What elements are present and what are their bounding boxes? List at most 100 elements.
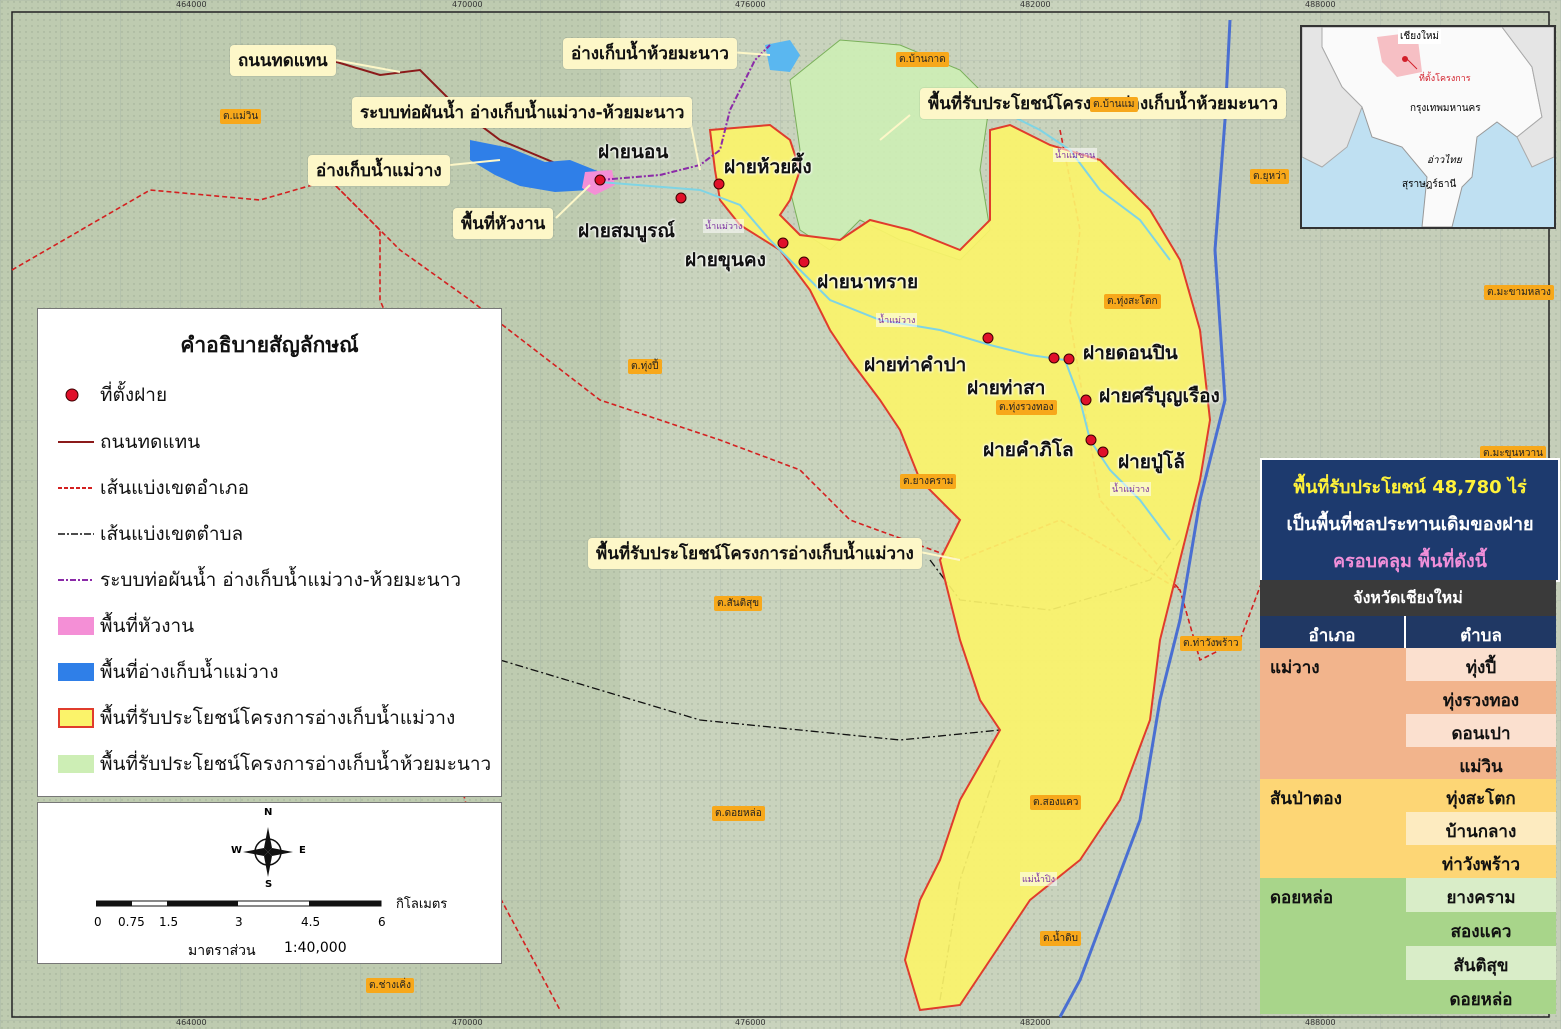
compass-icon xyxy=(243,827,293,877)
headworks-swatch-icon xyxy=(58,615,94,637)
tambon-label: ต.ช่างเคิ่ง xyxy=(366,978,414,993)
pipeline-line-icon xyxy=(58,569,94,591)
table-row: ดอยหล่อ xyxy=(1406,980,1556,1014)
legend-label: พื้นที่รับประโยชน์โครงการอ่างเก็บน้ำแม่ว… xyxy=(100,707,456,729)
tambon-label: ต.สันติสุข xyxy=(714,596,763,611)
table-district-cell: แม่วาง xyxy=(1260,648,1406,779)
coverage-table: จังหวัดเชียงใหม่ อำเภอ ตำบล แม่วาง ทุ่งป… xyxy=(1260,580,1556,1014)
benefit-area-cover: ครอบคลุม พื้นที่ดังนี้ xyxy=(1333,551,1487,572)
tambon-label: ต.ยางคราม xyxy=(900,474,957,489)
dam-marker xyxy=(713,178,725,190)
table-row: ยางคราม xyxy=(1406,878,1556,912)
dam-label: ฝายดอนปิน xyxy=(1083,342,1178,364)
district-line-icon xyxy=(58,477,94,499)
scale-ratio-label: มาตราส่วน xyxy=(188,943,256,959)
district-boundary xyxy=(11,179,1271,662)
grid-label-top: 464000 xyxy=(176,0,207,9)
inset-gulf-label: อ่าวไทย xyxy=(1427,155,1462,166)
huai-swatch-icon xyxy=(58,753,94,775)
callout-replacement-road: ถนนทดแทน xyxy=(230,45,336,76)
dam-label: ฝายศรีบุญเรือง xyxy=(1099,385,1220,407)
legend-label: พื้นที่อ่างเก็บน้ำแม่วาง xyxy=(100,661,279,683)
dam-label: ฝายนาทราย xyxy=(817,271,919,293)
road-line-icon xyxy=(58,431,94,453)
scale-tick: 6 xyxy=(378,915,386,929)
scale-unit: กิโลเมตร xyxy=(396,897,448,912)
legend-title: คำอธิบายสัญลักษณ์ xyxy=(180,333,359,357)
table-province-header: จังหวัดเชียงใหม่ xyxy=(1260,580,1556,616)
grid-label-top: 476000 xyxy=(735,0,766,9)
dam-marker xyxy=(1085,434,1097,446)
table-row: ทุ่งปี้ xyxy=(1406,648,1556,681)
dam-marker xyxy=(798,256,810,268)
table-row: สันติสุข xyxy=(1406,946,1556,980)
scale-ratio: 1:40,000 xyxy=(284,940,347,956)
river-label: น้ำแม่วาง xyxy=(703,219,745,233)
legend-label: พื้นที่รับประโยชน์โครงการอ่างเก็บน้ำห้วย… xyxy=(100,753,492,775)
grid-label-bottom: 464000 xyxy=(176,1018,207,1027)
tambon-label: ต.ทุ่งปี้ xyxy=(628,359,662,374)
river-label: น้ำแม่วาง xyxy=(876,313,918,327)
callout-mae-wang-benefit: พื้นที่รับประโยชน์โครงการอ่างเก็บน้ำแม่ว… xyxy=(588,538,922,569)
tambon-label: ต.ทุ่งสะโตก xyxy=(1104,294,1161,309)
tambon-label: ต.ยุหว่า xyxy=(1250,169,1290,184)
scale-tick: 0.75 xyxy=(118,915,145,929)
callout-pipeline: ระบบท่อผันน้ำ อ่างเก็บน้ำแม่วาง-ห้วยมะนา… xyxy=(352,97,693,128)
legend-item-reservoir: พื้นที่อ่างเก็บน้ำแม่วาง xyxy=(58,657,279,687)
tambon-label: ต.สองแคว xyxy=(1030,795,1082,810)
table-district-cell: ดอยหล่อ xyxy=(1260,878,1406,1014)
benefit-area-desc: เป็นพื้นที่ชลประทานเดิมของฝาย xyxy=(1286,514,1534,535)
dam-label: ฝายสมบูรณ์ xyxy=(578,220,675,242)
benefit-area-total: พื้นที่รับประโยชน์ 48,780 ไร่ xyxy=(1293,477,1527,498)
dam-label: ฝายห้วยผึ้ง xyxy=(724,156,812,178)
legend-item-mae-wang-benefit: พื้นที่รับประโยชน์โครงการอ่างเก็บน้ำแม่ว… xyxy=(58,703,455,733)
legend-item-huai-benefit: พื้นที่รับประโยชน์โครงการอ่างเก็บน้ำห้วย… xyxy=(58,749,491,779)
dam-marker xyxy=(777,237,789,249)
river-label: น้ำแม่วาง xyxy=(1110,482,1152,496)
dam-label: ฝายนอน xyxy=(598,141,669,163)
table-row: แม่วิน xyxy=(1406,747,1556,779)
scale-tick: 3 xyxy=(235,915,243,929)
inset-bangkok-label: กรุงเทพมหานคร xyxy=(1410,103,1481,114)
legend-item-headworks: พื้นที่หัวงาน xyxy=(58,611,194,641)
legend-panel: คำอธิบายสัญลักษณ์ ที่ตั้งฝาย ถนนทดแทน เส… xyxy=(37,308,502,797)
south-label: S xyxy=(265,879,273,890)
dam-label: ฝายท่าคำปา xyxy=(864,354,967,376)
grid-label-top: 488000 xyxy=(1305,0,1336,9)
mae-wang-reservoir-area xyxy=(470,140,600,192)
inset-site-label: ที่ตั้งโครงการ xyxy=(1419,74,1471,84)
dam-label: ฝายคำภิโล xyxy=(983,439,1074,461)
dam-marker xyxy=(1097,446,1109,458)
table-row: ดอนเปา xyxy=(1406,714,1556,747)
mae-wang-swatch-icon xyxy=(58,707,94,729)
tambon-label: ต.แม่วิน xyxy=(220,109,262,124)
legend-item-road: ถนนทดแทน xyxy=(58,427,200,457)
table-district-cell: สันป่าตอง xyxy=(1260,779,1406,878)
north-label: N xyxy=(264,807,273,818)
legend-item-subdistrict: เส้นแบ่งเขตตำบล xyxy=(58,519,243,549)
river-label: แม่น้ำปิง xyxy=(1020,872,1058,886)
dam-marker xyxy=(1048,352,1060,364)
tambon-label: ต.ทุ่งรวงทอง xyxy=(996,400,1057,415)
inset-chiang-mai-label: เชียงใหม่ xyxy=(1398,29,1442,44)
callout-huai-manao-reservoir: อ่างเก็บน้ำห้วยมะนาว xyxy=(563,38,737,69)
callout-mae-wang-reservoir: อ่างเก็บน้ำแม่วาง xyxy=(308,155,450,186)
legend-label: ที่ตั้งฝาย xyxy=(100,384,168,406)
legend-item-district: เส้นแบ่งเขตอำเภอ xyxy=(58,473,249,503)
legend-label: เส้นแบ่งเขตอำเภอ xyxy=(100,477,249,499)
grid-label-bottom: 482000 xyxy=(1020,1018,1051,1027)
tambon-label: ต.บ้านแม xyxy=(1090,97,1138,112)
legend-label: ระบบท่อผันน้ำ อ่างเก็บน้ำแม่วาง-ห้วยมะนา… xyxy=(100,569,461,591)
river-label: น้ำแม่ขาน xyxy=(1053,148,1098,162)
mae-wang-benefit-area xyxy=(708,123,1212,1012)
dam-marker xyxy=(982,332,994,344)
scale-tick: 1.5 xyxy=(159,915,179,929)
inset-surat-label: สุราษฎร์ธานี xyxy=(1402,179,1457,190)
scale-bar xyxy=(96,900,382,907)
tambon-label: ต.มะขามหลวง xyxy=(1484,285,1554,300)
grid-label-bottom: 470000 xyxy=(452,1018,483,1027)
dam-marker xyxy=(675,192,687,204)
table-row: บ้านกลาง xyxy=(1406,812,1556,845)
scale-tick: 4.5 xyxy=(301,915,321,929)
east-label: E xyxy=(299,845,306,856)
